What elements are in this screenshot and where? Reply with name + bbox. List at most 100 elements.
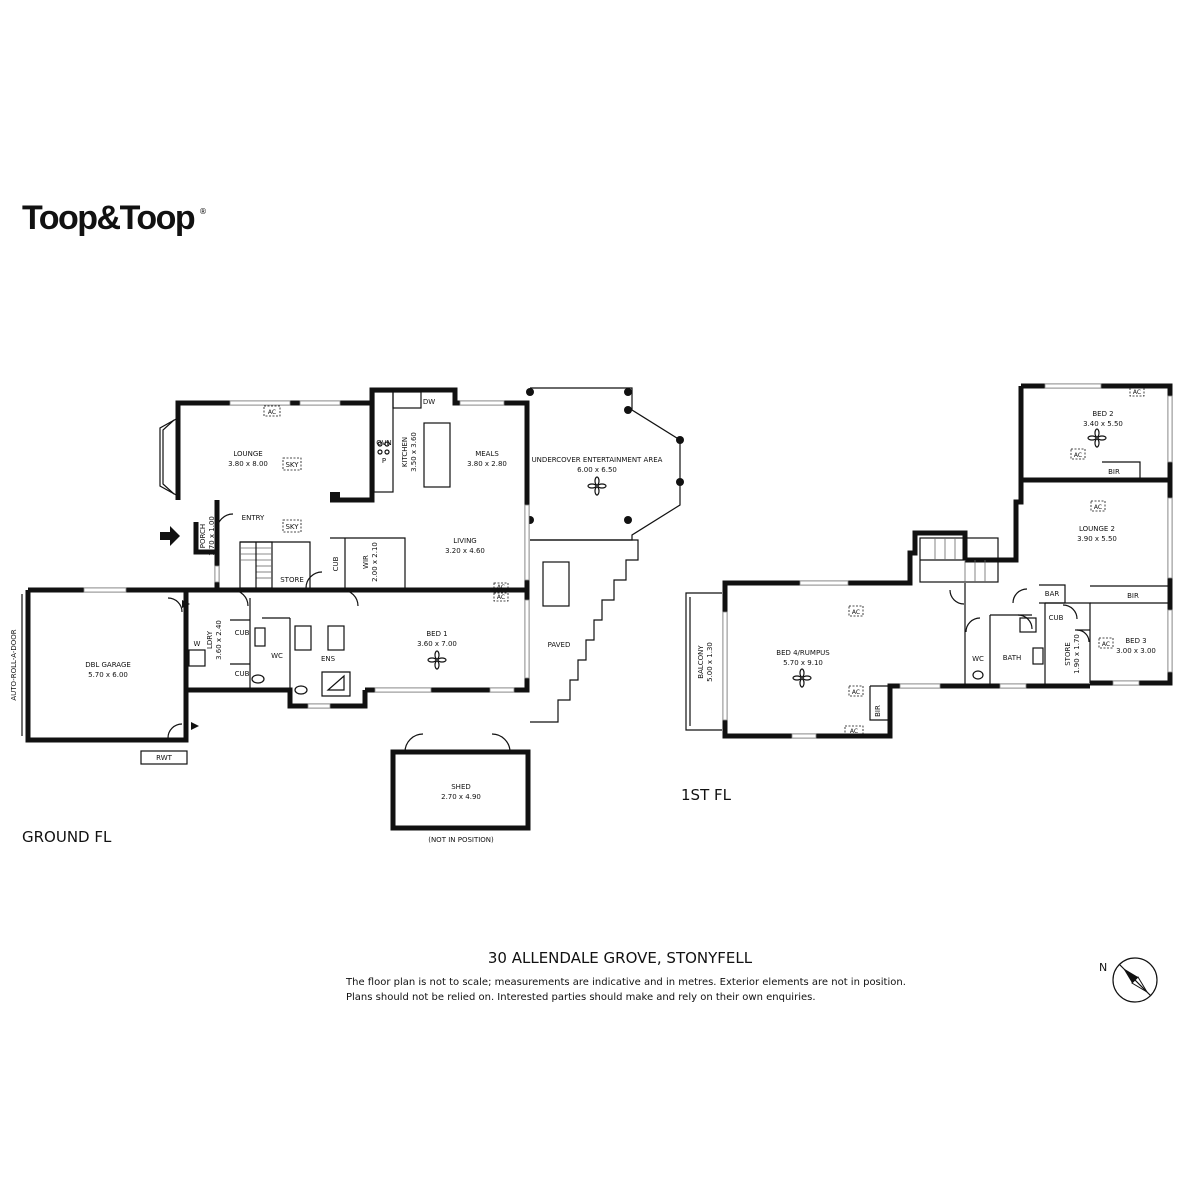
fan-icon <box>427 650 447 670</box>
room-ens-name: ENS <box>321 655 336 663</box>
ac-label: AC <box>852 609 860 616</box>
room-bath-name: BATH <box>1003 654 1022 662</box>
ground-stair <box>239 541 273 589</box>
garage-side-arrow-icon <box>191 722 199 730</box>
room-shed-name: SHED <box>451 783 471 791</box>
room-wc-name: WC <box>271 652 283 660</box>
room-living-name: LIVING <box>453 537 476 545</box>
room-kitchen-name: KITCHEN <box>401 437 409 467</box>
room-meals-dims: 3.80 x 2.80 <box>467 460 507 468</box>
room-wc-name: WC <box>972 655 984 663</box>
room-store-dims: 1.90 x 1.70 <box>1073 634 1081 674</box>
ac-label: AC <box>497 584 505 591</box>
bir-label: BIR <box>1127 592 1139 600</box>
sky-label: SKY <box>285 523 299 531</box>
first-floor-title: 1ST FL <box>681 786 732 804</box>
first-fixtures <box>972 617 1044 680</box>
first-labels: BED 2 3.40 x 5.50 AC AC BIR LOUNGE 2 3.9… <box>697 389 1156 735</box>
room-store-name: STORE <box>1064 642 1072 666</box>
room-ldry-dims: 3.60 x 2.40 <box>215 620 223 660</box>
fixture-boxes <box>263 387 1145 735</box>
brand-logo: Toop&Toop ® <box>22 199 207 237</box>
bir-label: BIR <box>1108 468 1120 476</box>
ground-windows <box>83 400 530 709</box>
room-balcony-name: BALCONY <box>697 645 705 679</box>
not-in-position-label: (NOT IN POSITION) <box>428 836 494 844</box>
room-porch-dims: 1.70 x 1.00 <box>208 516 216 556</box>
room-bed1-dims: 3.60 x 7.00 <box>417 640 457 648</box>
bar-label: BAR <box>1045 590 1060 598</box>
north-compass: N <box>1099 957 1158 1003</box>
room-bed4-dims: 5.70 x 9.10 <box>783 659 823 667</box>
ground-labels: LOUNGE 3.80 x 8.00 SKY SKY AC KITCHEN 3.… <box>10 398 663 844</box>
room-porch-name: PORCH <box>199 524 207 548</box>
first-stair <box>919 537 999 583</box>
ac-label: AC <box>850 728 858 735</box>
registered-mark: ® <box>199 207 207 216</box>
oven-label: OVN <box>376 439 391 447</box>
roller-door-label: AUTO-ROLL-A-DOOR <box>10 629 18 700</box>
room-bed3-dims: 3.00 x 3.00 <box>1116 647 1156 655</box>
room-store-name: STORE <box>280 576 304 584</box>
room-garage-dims: 5.70 x 6.00 <box>88 671 128 679</box>
sky-label: SKY <box>285 461 299 469</box>
room-wir-name: WIR <box>362 555 370 569</box>
bir-label: BIR <box>874 705 882 717</box>
wet-area-fixtures <box>188 625 351 697</box>
ac-label: AC <box>1074 452 1082 459</box>
room-cub-name: CUB <box>235 629 250 637</box>
room-entertainment-dims: 6.00 x 6.50 <box>577 466 617 474</box>
ac-label: AC <box>497 594 505 601</box>
room-lounge2-name: LOUNGE 2 <box>1079 525 1115 533</box>
room-entertainment-name: UNDERCOVER ENTERTAINMENT AREA <box>532 456 663 464</box>
room-lounge-name: LOUNGE <box>233 450 262 458</box>
ac-label: AC <box>1102 641 1110 648</box>
entry-arrow-icon <box>160 526 180 546</box>
fan-icon <box>792 668 812 688</box>
room-entry-name: ENTRY <box>242 514 265 522</box>
compass-north-label: N <box>1099 961 1107 974</box>
ground-floor-walls <box>21 387 681 831</box>
garage-door-arrow-icon <box>182 600 190 608</box>
kitchen-fixtures <box>330 391 451 502</box>
room-cub-name: CUB <box>332 556 340 571</box>
ground-doors <box>167 513 511 753</box>
ac-label: AC <box>268 409 276 416</box>
ac-label: AC <box>1094 504 1102 511</box>
rwt-label: RWT <box>156 754 173 762</box>
room-lounge2-dims: 3.90 x 5.50 <box>1077 535 1117 543</box>
room-cub-name: CUB <box>235 670 250 678</box>
fan-icon <box>1087 428 1107 448</box>
room-ldry-name: LDRY <box>206 630 214 649</box>
room-meals-name: MEALS <box>475 450 499 458</box>
first-doors <box>949 588 1090 643</box>
ac-label: AC <box>1133 389 1141 396</box>
washer-label: W <box>194 640 201 648</box>
room-wir-dims: 2.00 x 2.10 <box>371 542 379 582</box>
disclaimer-line-2: Plans should not be relied on. Intereste… <box>346 992 816 1003</box>
logo-text: Toop&Toop <box>22 199 195 237</box>
ac-label: AC <box>852 689 860 696</box>
ceiling-fans <box>427 428 1107 688</box>
fan-icon <box>587 476 607 496</box>
room-bed3-name: BED 3 <box>1125 637 1146 645</box>
first-windows <box>722 383 1173 739</box>
paved-label: PAVED <box>548 641 571 649</box>
room-lounge-dims: 3.80 x 8.00 <box>228 460 268 468</box>
ground-floor-title: GROUND FL <box>22 828 112 846</box>
pantry-label: P <box>382 457 386 465</box>
dw-label: DW <box>423 398 435 406</box>
room-bed2-name: BED 2 <box>1092 410 1113 418</box>
room-bed4-name: BED 4/RUMPUS <box>776 649 830 657</box>
cub-label: CUB <box>1049 614 1064 622</box>
room-kitchen-dims: 3.50 x 3.60 <box>410 432 418 472</box>
room-living-dims: 3.20 x 4.60 <box>445 547 485 555</box>
room-shed-dims: 2.70 x 4.90 <box>441 793 481 801</box>
room-bed1-name: BED 1 <box>426 630 447 638</box>
room-bed2-dims: 3.40 x 5.50 <box>1083 420 1123 428</box>
entry-arrows <box>160 526 199 730</box>
disclaimer-line-1: The floor plan is not to scale; measurem… <box>345 977 906 988</box>
room-garage-name: DBL GARAGE <box>85 661 131 669</box>
property-address: 30 ALLENDALE GROVE, STONYFELL <box>488 949 753 967</box>
